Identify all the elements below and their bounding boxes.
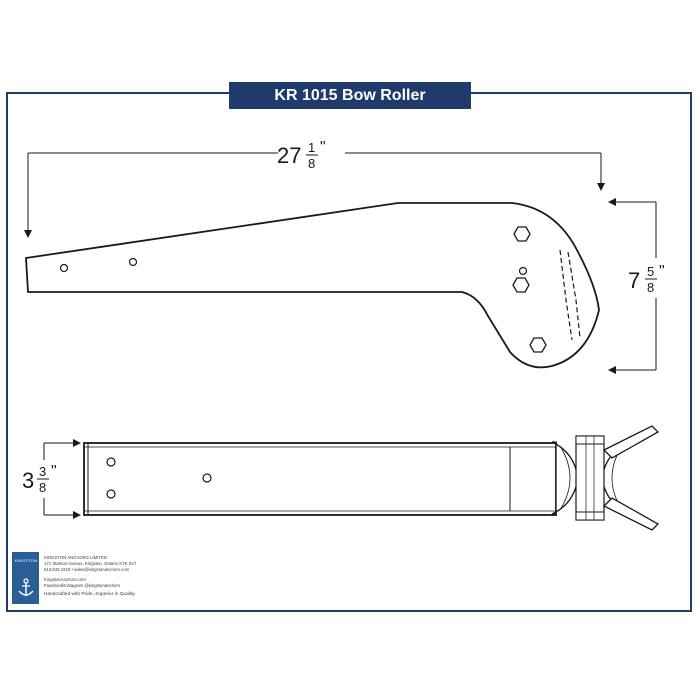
company-footer: KINGSTON KINGSTON ANCHORS LIMITED 171 St… [12,552,212,610]
title-banner: KR 1015 Bow Roller [229,82,471,109]
height-dimension: 7 5 8 " [608,198,666,374]
length-denominator: 8 [308,156,315,171]
guide-horn [602,425,660,459]
mount-hole [59,263,69,273]
length-numerator: 1 [308,140,315,155]
width-unit: " [51,463,57,480]
mount-hole [128,257,138,267]
hex-bolt [529,337,547,353]
kingston-logo: KINGSTON [12,552,39,604]
company-tagline: Handcrafted with Pride, Superior in Qual… [44,592,136,597]
width-dimension: 3 3 8 " [20,439,81,519]
mount-hole [106,457,116,467]
roller-hidden-line [567,251,581,339]
top-body-outline [83,442,557,516]
length-whole: 27 [277,143,301,168]
height-denominator: 8 [647,280,654,295]
bolt-hole [518,266,528,276]
hex-bolt [513,226,531,242]
company-address: 171 Stanton Avenue, Kingston, Ontario K7… [44,561,137,566]
length-unit: " [320,139,326,156]
roller [551,441,579,515]
height-unit: " [659,263,665,280]
top-view [83,425,660,531]
width-denominator: 8 [39,480,46,495]
logo-text: KINGSTON [14,558,38,563]
height-whole: 7 [628,268,640,293]
side-view [25,202,600,369]
width-whole: 3 [22,468,34,493]
width-numerator: 3 [39,464,46,479]
guide-horn [602,497,660,531]
hex-bolt [512,277,530,293]
side-profile-outline [25,202,600,369]
axle [575,435,605,521]
mount-hole [202,473,212,483]
company-social: Facebook/Instagram @kingstonanchors [44,583,121,588]
company-contact: 613.549.2218 • sales@kingstonanchors.com [44,567,130,572]
anchor-icon [18,578,34,596]
length-dimension: 27 1 8 " [24,139,605,238]
roller-hidden-line [559,249,573,341]
company-name: KINGSTON ANCHORS LIMITED [44,555,107,560]
company-website: KingstonAnchors.com [44,577,86,582]
bolt-head [575,511,605,521]
height-numerator: 5 [647,264,654,279]
mount-hole [106,489,116,499]
bolt-head [575,435,605,445]
